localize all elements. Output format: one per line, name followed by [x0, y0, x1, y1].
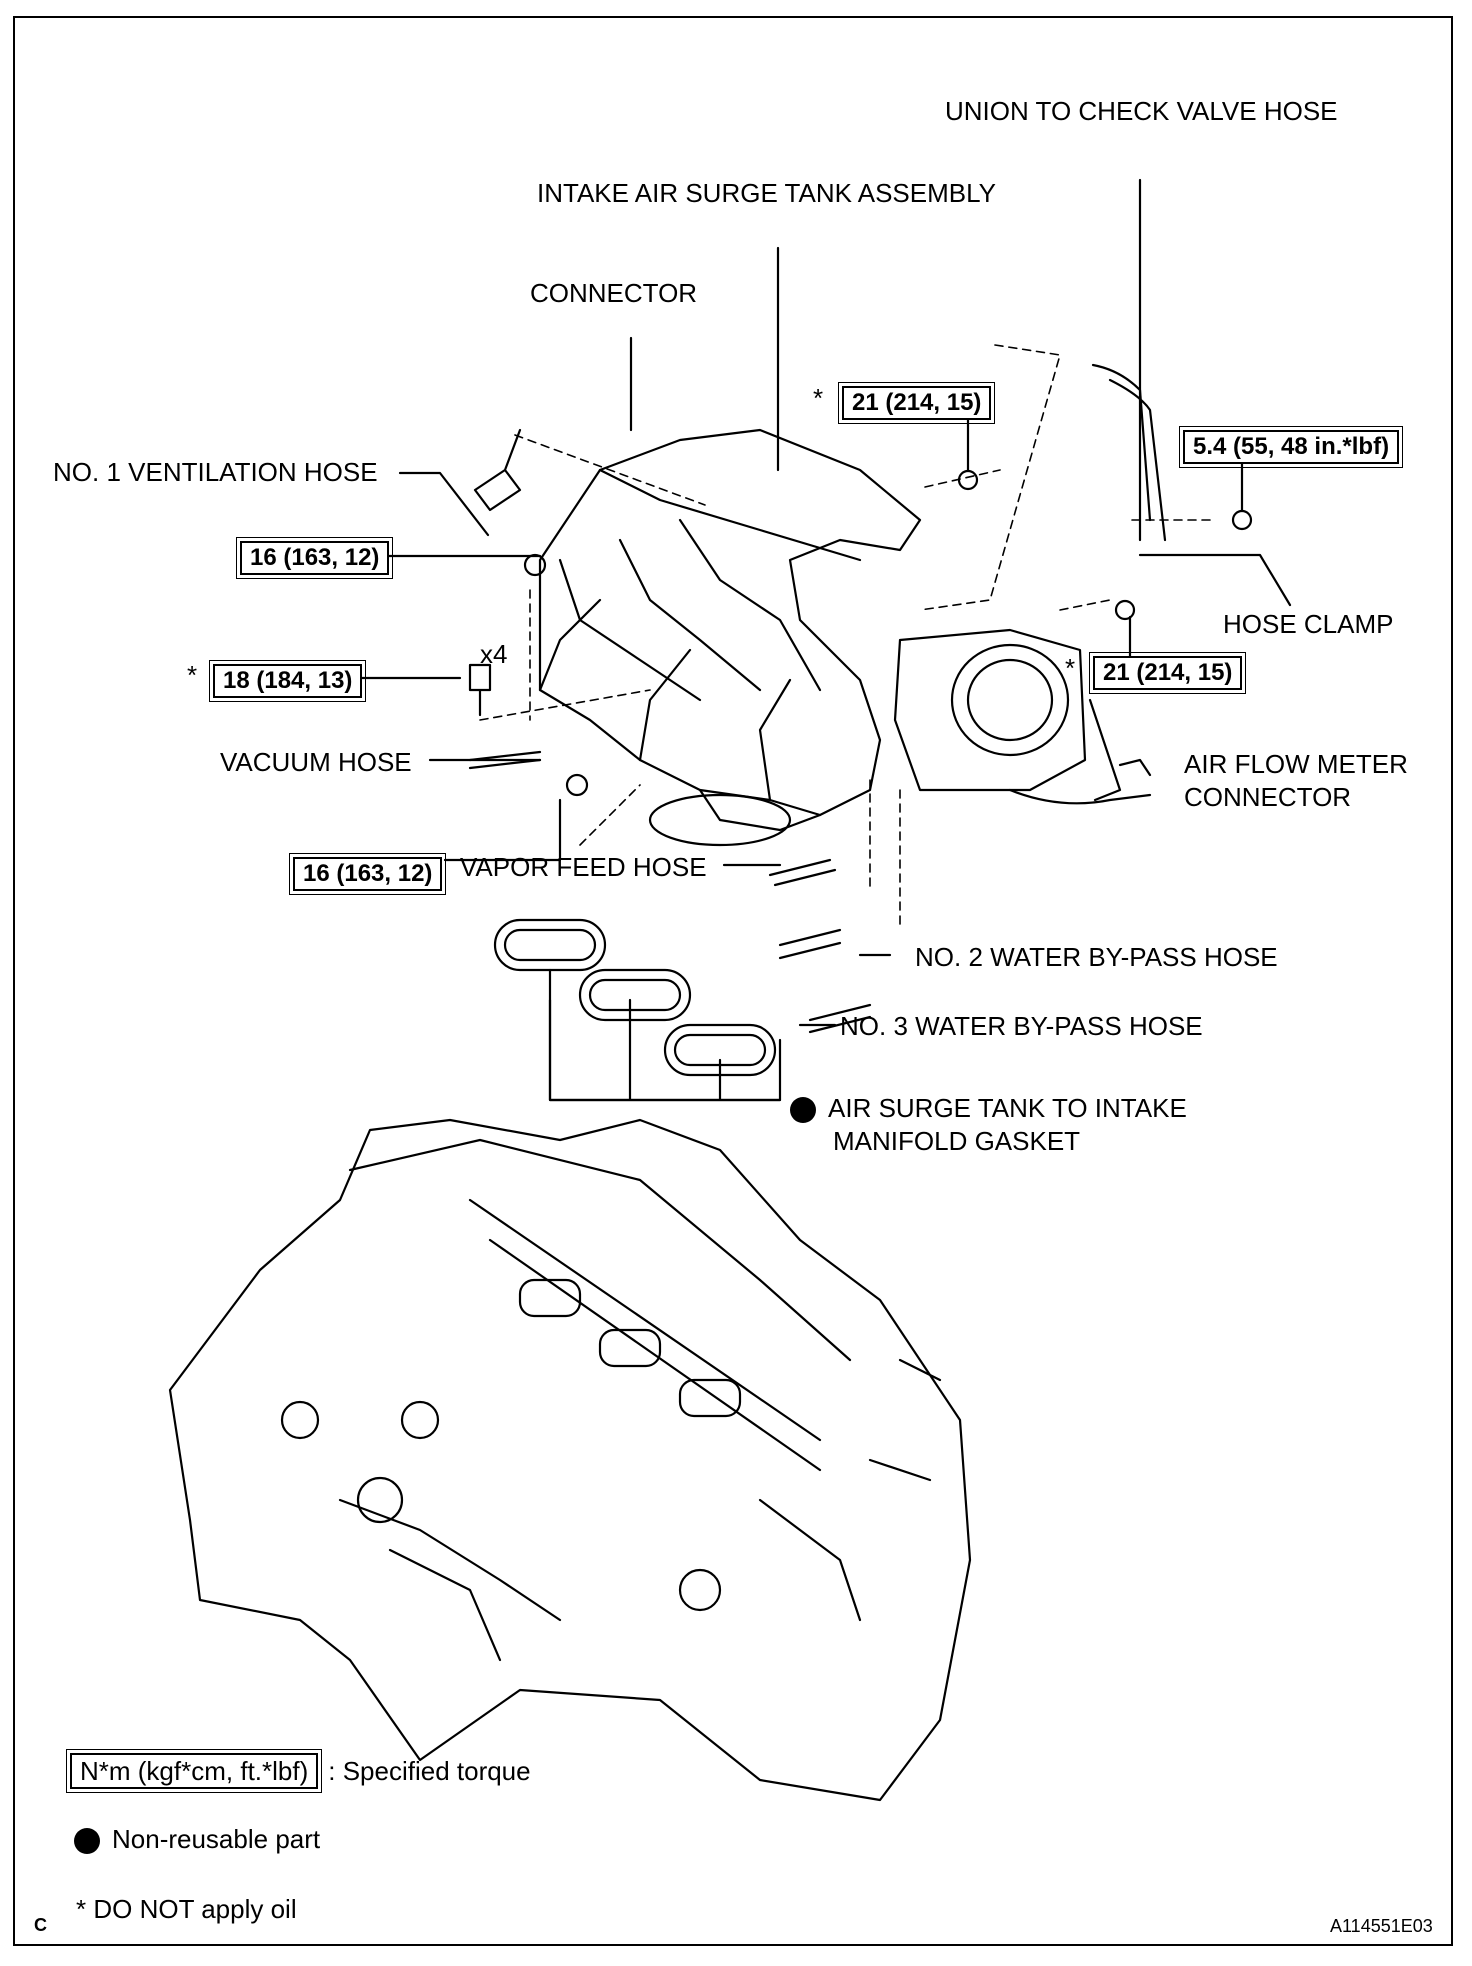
torque-5-4: 5.4 (55, 48 in.*lbf)	[1178, 426, 1404, 468]
diagram-frame	[13, 16, 1453, 1946]
asterisk-right: *	[1065, 653, 1076, 683]
label-intake-air-surge-tank: INTAKE AIR SURGE TANK ASSEMBLY	[537, 178, 996, 208]
label-x4: x4	[480, 639, 508, 669]
asterisk-top: *	[813, 383, 824, 413]
label-air-flow-meter: AIR FLOW METER	[1184, 749, 1408, 779]
legend-torque: N*m (kgf*cm, ft.*lbf): Specified torque	[65, 1749, 531, 1793]
fasteners-drawing	[468, 469, 1253, 797]
label-no3-water-bypass-hose: NO. 3 WATER BY-PASS HOSE	[840, 1011, 1203, 1041]
label-hose-clamp: HOSE CLAMP	[1223, 609, 1394, 639]
asterisk-left: *	[187, 660, 198, 690]
torque-21-top: 21 (214, 15)	[837, 382, 996, 424]
hoses-drawing	[468, 363, 1167, 1034]
label-gasket-line2: MANIFOLD GASKET	[833, 1126, 1081, 1156]
label-ventilation-hose: NO. 1 VENTILATION HOSE	[53, 457, 378, 487]
label-vapor-feed-hose: VAPOR FEED HOSE	[460, 852, 707, 882]
label-no2-water-bypass-hose: NO. 2 WATER BY-PASS HOSE	[915, 942, 1278, 972]
label-union-to-check-valve-hose: UNION TO CHECK VALVE HOSE	[945, 96, 1338, 126]
label-air-flow-meter-connector: CONNECTOR	[1184, 782, 1352, 812]
engine-block-drawing	[168, 1118, 972, 1802]
torque-16-lower: 16 (163, 12)	[288, 853, 447, 895]
corner-code-left: C	[34, 1915, 47, 1935]
gaskets-drawing	[493, 918, 777, 1077]
label-gasket: AIR SURGE TANK TO INTAKE	[790, 1092, 1187, 1124]
legend-non-reusable: Non-reusable part	[74, 1823, 320, 1855]
dashed-guides	[479, 344, 1211, 931]
torque-16-upper: 16 (163, 12)	[235, 537, 394, 579]
legend-torque-box: N*m (kgf*cm, ft.*lbf)	[65, 1749, 323, 1793]
torque-21-right: 21 (214, 15)	[1088, 652, 1247, 694]
label-connector: CONNECTOR	[530, 278, 698, 308]
label-vacuum-hose: VACUUM HOSE	[220, 747, 412, 777]
legend-no-oil: * DO NOT apply oil	[76, 1894, 297, 1924]
torque-18: 18 (184, 13)	[208, 660, 367, 702]
corner-figure-id: A114551E03	[1330, 1916, 1433, 1936]
surge-tank-drawing	[538, 428, 922, 847]
non-reusable-dot-icon	[790, 1097, 816, 1124]
non-reusable-legend-dot-icon	[74, 1828, 100, 1855]
throttle-body-drawing	[893, 628, 1152, 805]
